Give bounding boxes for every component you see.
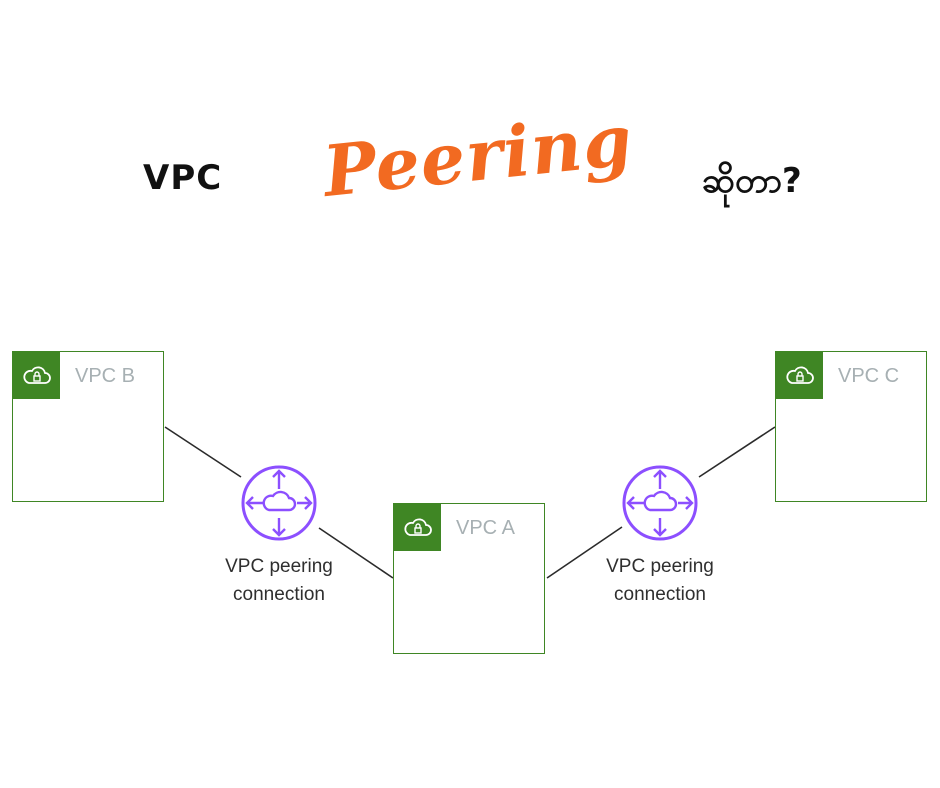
vpc-b-box: VPC B xyxy=(12,351,164,502)
peering-label-line1: VPC peering xyxy=(606,556,714,577)
peering-label-line1: VPC peering xyxy=(225,556,333,577)
vpc-a-box: VPC A xyxy=(393,503,545,654)
vpc-c-box: VPC C xyxy=(775,351,927,502)
peering-connection-right: VPC peering connection xyxy=(585,463,735,609)
vpc-b-label: VPC B xyxy=(75,365,136,387)
peering-label-line2: connection xyxy=(614,584,706,605)
link-peer-right-to-c xyxy=(698,426,776,478)
peering-connection-left: VPC peering connection xyxy=(204,463,354,609)
link-peer-left-to-a xyxy=(318,527,394,579)
cloud-lock-icon xyxy=(394,504,441,551)
title-vpc: VPC xyxy=(143,158,223,198)
peering-label-left: VPC peering connection xyxy=(204,553,354,609)
cloud-lock-icon xyxy=(776,352,823,399)
link-a-to-peer-right xyxy=(546,526,623,579)
peering-label-line2: connection xyxy=(233,584,325,605)
peering-connection-icon xyxy=(622,465,698,541)
vpc-a-label: VPC A xyxy=(456,517,515,539)
peering-connection-icon xyxy=(241,465,317,541)
cloud-lock-icon xyxy=(13,352,60,399)
vpc-c-label: VPC C xyxy=(838,365,900,387)
link-b-to-peer-left xyxy=(164,426,242,478)
title-myanmar-question: ဆိုတာ? xyxy=(702,161,802,201)
peering-label-right: VPC peering connection xyxy=(585,553,735,609)
